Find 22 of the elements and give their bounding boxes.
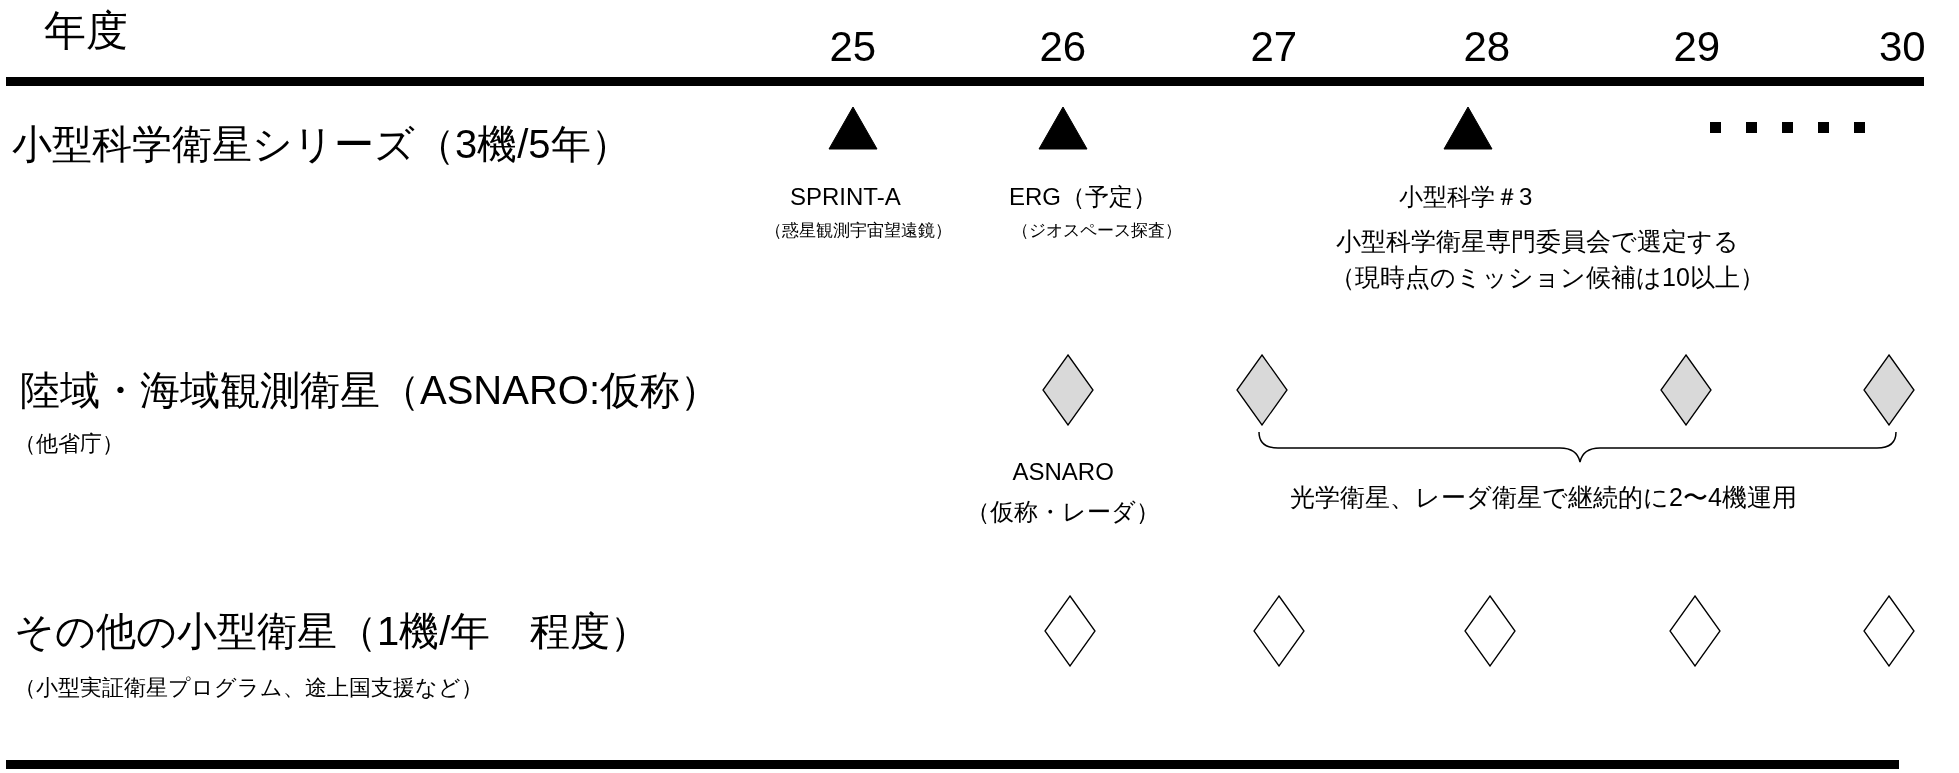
note-text: （現時点のミッション候補は10以上） — [1330, 262, 1765, 292]
satellite-description: （惑星観測宇宙望遠鏡） — [765, 221, 952, 241]
satellite-name: 小型科学＃3 — [1399, 183, 1533, 211]
year-label: 26 — [1039, 23, 1087, 72]
row-subheading: （他省庁） — [14, 430, 124, 456]
row-heading: 陸域・海域観測衛星（ASNARO:仮称） — [20, 367, 721, 413]
note-text: 光学衛星、レーダ衛星で継続的に2〜4機運用 — [1290, 482, 1797, 512]
year-label: 25 — [829, 23, 877, 72]
year-label: 28 — [1463, 23, 1511, 72]
satellite-name: SPRINT-A — [790, 183, 901, 211]
note-text: 小型科学衛星専門委員会で選定する — [1336, 226, 1739, 256]
row-subheading: （小型実証衛星プログラム、途上国支援など） — [14, 674, 483, 700]
satellite-name: ERG（予定） — [1009, 183, 1157, 211]
row-heading: その他の小型衛星（1機/年 程度） — [14, 608, 651, 654]
year-heading: 年度 — [44, 7, 128, 56]
year-label: 29 — [1673, 23, 1721, 72]
year-label: 30 — [1879, 23, 1926, 72]
satellite-description: （仮称・レーダ） — [966, 498, 1160, 526]
row-heading: 小型科学衛星シリーズ（3機/5年） — [12, 121, 631, 167]
year-label: 27 — [1250, 23, 1298, 72]
satellite-name: ASNARO — [1012, 458, 1114, 486]
satellite-description: （ジオスペース探査） — [1012, 221, 1182, 241]
